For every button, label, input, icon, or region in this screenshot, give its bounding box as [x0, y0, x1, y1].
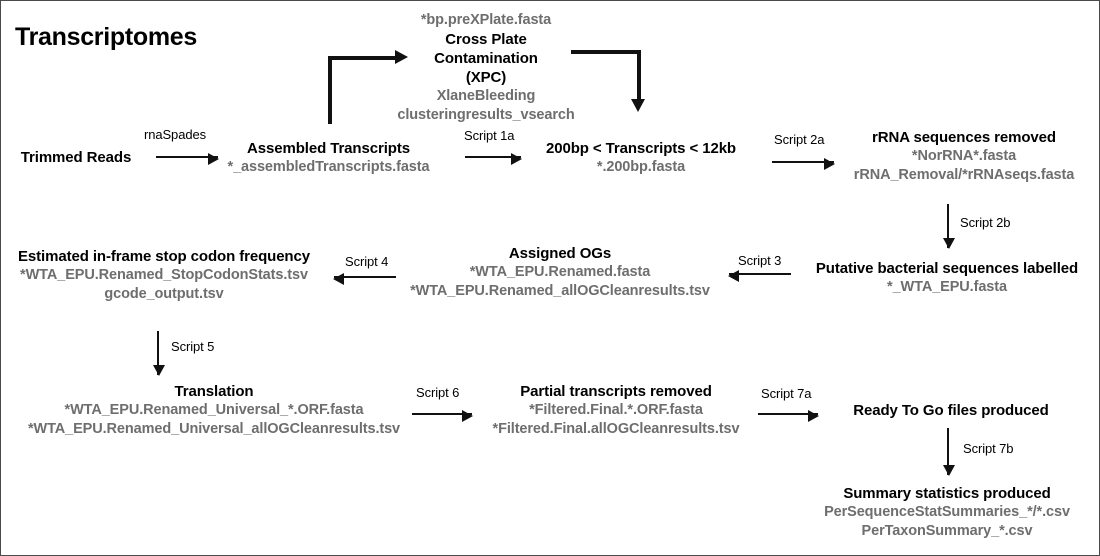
- edge-label-script-2a: Script 2a: [774, 132, 825, 147]
- node-length-filtered-file-0: *.200bp.fasta: [596, 159, 686, 176]
- node-trimmed-reads: Trimmed Reads: [1, 148, 151, 167]
- node-xpc-title-line-2: Contamination: [434, 49, 538, 67]
- edge-label-script-7b: Script 7b: [963, 441, 1014, 456]
- arrow-translation-to-partial-removed: [412, 410, 473, 422]
- node-cross-plate-contamination: *bp.preXPlate.fasta Cross Plate Contamin…: [391, 11, 581, 124]
- node-partial-transcripts-removed-file-1: *Filtered.Final.allOGCleanresults.tsv: [492, 420, 740, 437]
- arrow-assigned-ogs-to-stop-codon: [333, 273, 396, 285]
- arrow-stop-codon-to-translation: [153, 331, 165, 376]
- arrow-length-to-rrna: [772, 158, 835, 170]
- node-summary-statistics: Summary statistics produced PerSequenceS…: [801, 484, 1093, 540]
- arrow-rrna-to-bacterial: [943, 204, 955, 249]
- node-assigned-ogs: Assigned OGs *WTA_EPU.Renamed.fasta *WTA…: [399, 244, 721, 300]
- edge-label-script-5: Script 5: [171, 339, 215, 354]
- edge-label-script-4: Script 4: [345, 254, 389, 269]
- node-assigned-ogs-file-0: *WTA_EPU.Renamed.fasta: [469, 264, 651, 281]
- node-translation-file-0: *WTA_EPU.Renamed_Universal_*.ORF.fasta: [64, 402, 364, 419]
- node-partial-transcripts-removed-title: Partial transcripts removed: [520, 383, 712, 400]
- node-ready-to-go-title: Ready To Go files produced: [853, 402, 1049, 419]
- arrow-partial-to-ready-to-go: [758, 410, 819, 422]
- node-bacterial-labelled: Putative bacterial sequences labelled *_…: [801, 259, 1093, 297]
- arrow-assembled-to-length-filter: [465, 153, 522, 165]
- arrow-trimmed-to-assembled: [156, 153, 219, 165]
- node-xpc-file-top: *bp.preXPlate.fasta: [420, 12, 552, 28]
- node-rrna-removed-file-0: *NorRNA*.fasta: [911, 148, 1017, 165]
- node-assigned-ogs-title: Assigned OGs: [508, 245, 612, 262]
- node-xpc-title-line-3: (XPC): [465, 68, 507, 86]
- node-assembled-transcripts-title: Assembled Transcripts: [247, 140, 410, 157]
- edge-label-script-6: Script 6: [416, 385, 460, 400]
- node-stop-codon-frequency-file-0: *WTA_EPU.Renamed_StopCodonStats.tsv: [20, 267, 308, 284]
- node-partial-transcripts-removed-file-0: *Filtered.Final.*.ORF.fasta: [529, 402, 703, 419]
- node-summary-statistics-title: Summary statistics produced: [843, 485, 1051, 502]
- node-rrna-removed-file-1: rRNA_Removal/*rRNAseqs.fasta: [853, 166, 1075, 183]
- arrow-bacterial-to-assigned-ogs: [728, 270, 791, 282]
- node-assembled-transcripts: Assembled Transcripts *_assembledTranscr…: [216, 139, 441, 177]
- node-rrna-removed-title: rRNA sequences removed: [872, 129, 1056, 146]
- node-xpc-title-line-1: Cross Plate: [445, 30, 527, 48]
- node-summary-statistics-file-1: PerTaxonSummary_*.csv: [861, 522, 1033, 539]
- node-xpc-file-bottom-2: clusteringresults_vsearch: [397, 106, 575, 123]
- edge-label-script-2b: Script 2b: [960, 215, 1011, 230]
- node-summary-statistics-file-0: PerSequenceStatSummaries_*/*.csv: [824, 504, 1070, 521]
- node-ready-to-go: Ready To Go files produced: [826, 401, 1076, 420]
- node-length-filtered: 200bp < Transcripts < 12kb *.200bp.fasta: [531, 139, 751, 177]
- node-translation: Translation *WTA_EPU.Renamed_Universal_*…: [1, 382, 429, 438]
- node-bacterial-labelled-file-0: *_WTA_EPU.fasta: [887, 279, 1007, 296]
- edge-label-rnaspades: rnaSpades: [144, 127, 206, 142]
- node-stop-codon-frequency: Estimated in-frame stop codon frequency …: [1, 247, 329, 303]
- node-translation-file-1: *WTA_EPU.Renamed_Universal_allOGCleanres…: [27, 420, 401, 437]
- edge-label-script-7a: Script 7a: [761, 386, 812, 401]
- page-title: Transcriptomes: [15, 23, 197, 51]
- arrow-ready-to-go-to-summary: [943, 428, 955, 476]
- edge-label-script-1a: Script 1a: [464, 128, 515, 143]
- node-assigned-ogs-file-1: *WTA_EPU.Renamed_allOGCleanresults.tsv: [410, 282, 710, 299]
- edge-label-script-3: Script 3: [738, 253, 782, 268]
- node-length-filtered-title: 200bp < Transcripts < 12kb: [546, 140, 736, 157]
- node-rrna-removed: rRNA sequences removed *NorRNA*.fasta rR…: [834, 128, 1094, 184]
- node-bacterial-labelled-title: Putative bacterial sequences labelled: [815, 260, 1079, 277]
- node-translation-title: Translation: [174, 383, 254, 400]
- node-stop-codon-frequency-title: Estimated in-frame stop codon frequency: [18, 248, 310, 265]
- node-stop-codon-frequency-file-1: gcode_output.tsv: [104, 285, 224, 302]
- node-partial-transcripts-removed: Partial transcripts removed *Filtered.Fi…: [471, 382, 761, 438]
- node-assembled-transcripts-file-0: *_assembledTranscripts.fasta: [227, 159, 430, 176]
- node-xpc-file-bottom-1: XlaneBleeding: [436, 88, 536, 105]
- node-trimmed-reads-title: Trimmed Reads: [20, 149, 132, 166]
